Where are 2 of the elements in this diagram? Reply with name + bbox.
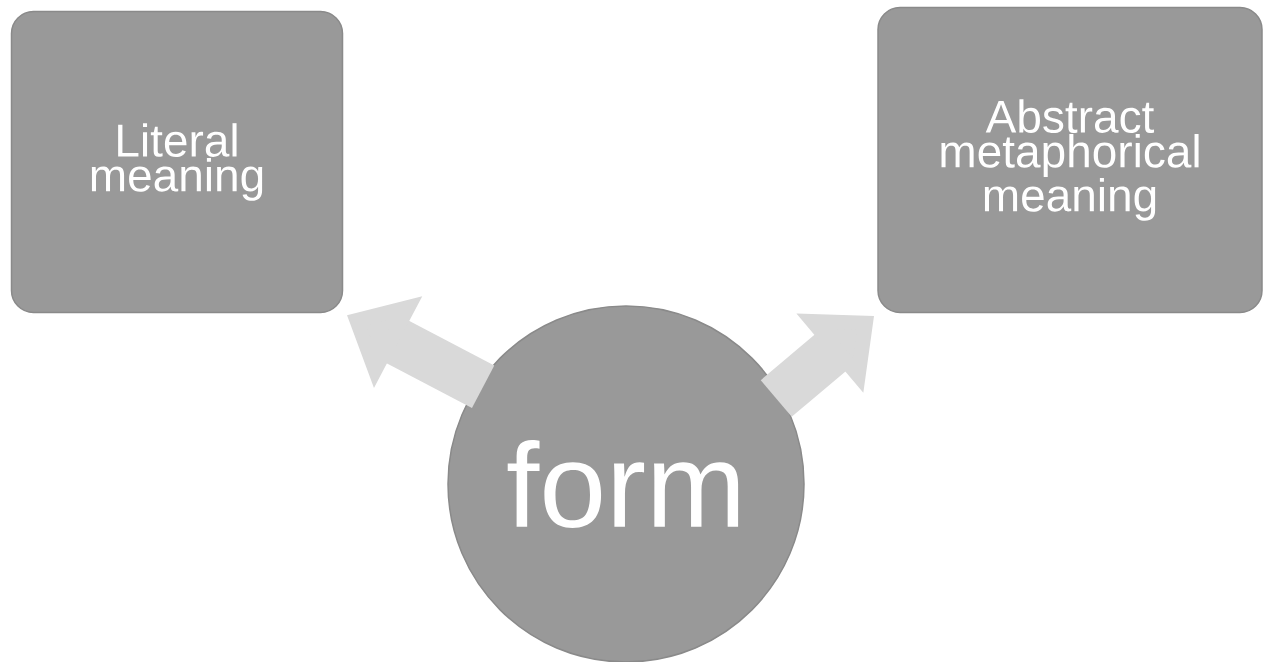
meaning-box: Abstract metaphorical meaning (877, 6, 1263, 314)
meaning-box: Literal meaning (10, 10, 344, 314)
